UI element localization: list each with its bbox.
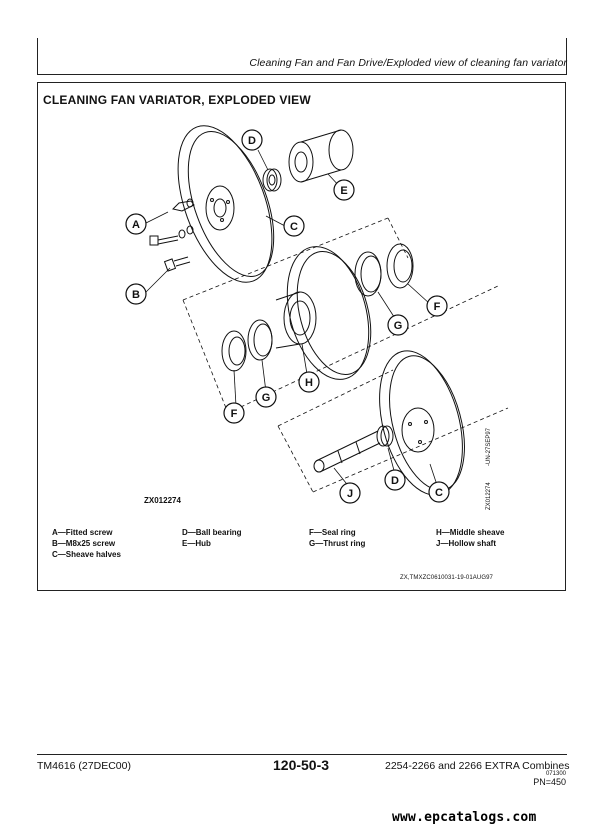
exploded-view-drawing: A B C C D D E F F G G H J xyxy=(125,125,509,504)
pn-number: PN=450 xyxy=(533,777,566,787)
callout-f-right: F xyxy=(434,301,441,313)
callout-f-left: F xyxy=(231,408,238,420)
hollow-shaft xyxy=(313,430,381,473)
figure-code: ZX012274 xyxy=(144,496,181,505)
legend-item: D—Ball bearing xyxy=(182,528,242,537)
header-left-rule xyxy=(37,38,38,74)
sheave-half-bottom xyxy=(379,350,465,496)
seal-ring-left xyxy=(221,330,247,372)
header-right-rule xyxy=(566,38,567,74)
callout-a: A xyxy=(132,219,140,231)
header-rule xyxy=(37,74,567,75)
legend-column-3: F—Seal ring G—Thrust ring xyxy=(309,527,365,549)
callout-e: E xyxy=(340,185,347,197)
callout-d-top: D xyxy=(248,135,256,147)
callout-d-bottom: D xyxy=(391,475,399,487)
legend-item: C—Sheave halves xyxy=(52,550,121,559)
callout-circles xyxy=(125,129,450,504)
middle-sheave xyxy=(275,246,372,380)
figure-title: CLEANING FAN VARIATOR, EXPLODED VIEW xyxy=(43,93,311,107)
legend-item: E—Hub xyxy=(182,539,211,548)
footer-rule xyxy=(37,754,567,755)
page-number: 120-50-3 xyxy=(273,757,330,773)
small-code: 071300 xyxy=(545,771,566,777)
callout-g-right: G xyxy=(394,320,403,332)
sheave-half-top xyxy=(177,125,275,283)
callout-labels: A B C C D D E F F G G H J xyxy=(132,135,443,500)
legend-item: J—Hollow shaft xyxy=(436,539,497,548)
legend-item: F—Seal ring xyxy=(309,528,356,537)
side-code-1: -UN-27SEP97 xyxy=(486,427,492,466)
side-code-2: ZX012274 xyxy=(486,482,492,510)
ball-bearing-bottom xyxy=(376,425,394,447)
thrust-ring-right xyxy=(354,251,382,297)
legend-item: G—Thrust ring xyxy=(309,539,366,548)
callout-j: J xyxy=(347,488,353,500)
product-name: 2254-2266 and 2266 EXTRA Combines xyxy=(385,760,570,772)
m8x25-screw xyxy=(163,256,191,272)
hub xyxy=(288,129,354,183)
seal-ring-right xyxy=(386,243,414,289)
ball-bearing-top xyxy=(262,168,282,192)
callout-c-bottom: C xyxy=(435,487,443,499)
callout-c-top: C xyxy=(290,221,298,233)
reference-code: ZX,TMXZC0610031-19-01AUG97 xyxy=(400,575,493,581)
callout-g-left: G xyxy=(262,392,271,404)
thrust-ring-left xyxy=(247,319,273,361)
assembly-guide-lines xyxy=(182,217,509,493)
fitted-screw xyxy=(149,198,195,246)
manual-id: TM4616 (27DEC00) xyxy=(37,760,131,772)
legend-column-2: D—Ball bearing E—Hub xyxy=(182,527,242,549)
legend-item: H—Middle sheave xyxy=(436,528,505,537)
figure-frame xyxy=(37,82,566,591)
callout-h: H xyxy=(305,377,313,389)
callout-b: B xyxy=(132,289,140,301)
legend-item: B—M8x25 screw xyxy=(52,539,116,548)
legend-column-1: A—Fitted screw B—M8x25 screw C—Sheave ha… xyxy=(52,527,121,560)
legend-column-4: H—Middle sheave J—Hollow shaft xyxy=(436,527,504,549)
legend-item: A—Fitted screw xyxy=(52,528,113,537)
watermark: www.epcatalogs.com xyxy=(392,810,537,825)
section-header: Cleaning Fan and Fan Drive/Exploded view… xyxy=(249,57,567,69)
